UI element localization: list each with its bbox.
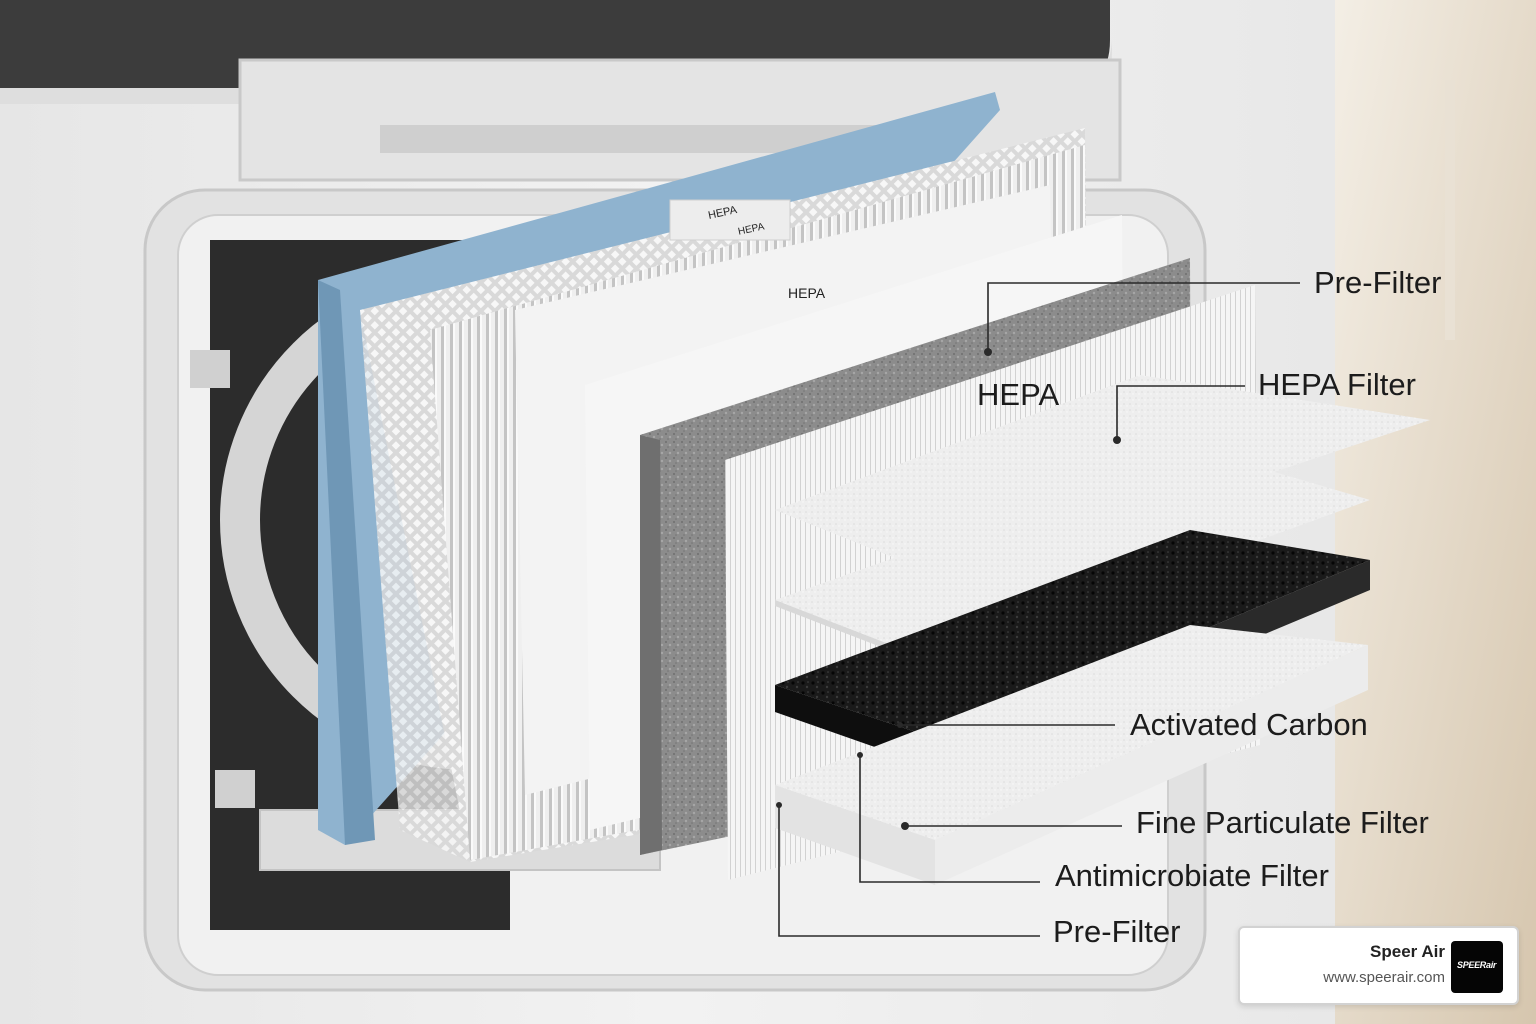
gray-foam-side	[640, 435, 662, 855]
felt-layer-mid	[775, 450, 1370, 660]
leader-hepa-filter	[1116, 385, 1245, 440]
bottom-slab-front	[775, 785, 935, 885]
label-fine-particulate: Fine Particulate Filter	[1136, 805, 1429, 840]
brand-name: Speer Air	[1370, 942, 1445, 961]
label-hepa-filter: HEPA Filter	[1258, 367, 1416, 402]
leader-lines	[778, 282, 1300, 937]
top-tag	[669, 199, 791, 241]
hepa-tag-text: HEPA	[788, 285, 826, 301]
bottom-slab-side	[935, 645, 1368, 885]
leader-pre-filter-top	[987, 282, 1300, 352]
label-hepa-center: HEPA	[977, 377, 1060, 412]
dot-activated-carbon	[897, 722, 903, 728]
brand-logo-text: SPEERair	[1457, 960, 1497, 970]
leader-pre-filter-bottom	[778, 805, 1040, 937]
frame-clip-left-2	[215, 770, 255, 808]
label-activated-carbon: Activated Carbon	[1130, 707, 1368, 742]
felt-layer-top	[775, 375, 1430, 580]
dot-pre-filter-bottom	[776, 802, 782, 808]
window-light	[1330, 0, 1536, 1024]
dot-hepa-filter	[1113, 436, 1121, 444]
leader-antimicrobiate	[859, 755, 1040, 883]
blue-filter-side	[318, 280, 375, 845]
label-pre-filter-bottom: Pre-Filter	[1053, 914, 1181, 949]
frame-clip-left	[190, 350, 230, 388]
carbon-top	[775, 530, 1370, 740]
bottom-slab-top	[775, 625, 1368, 840]
dot-pre-filter-top	[984, 348, 992, 356]
brand-logo: SPEERair	[1451, 941, 1503, 993]
label-antimicrobiate: Antimicrobiate Filter	[1055, 858, 1329, 893]
mesh-filter-edge	[360, 310, 470, 862]
dot-antimicrobiate	[857, 752, 863, 758]
brand-url[interactable]: www.speerair.com	[1323, 969, 1445, 986]
leader-dots	[776, 348, 1121, 830]
dot-fine-particulate	[901, 822, 909, 830]
window-frame	[1445, 80, 1455, 340]
label-pre-filter-top: Pre-Filter	[1314, 265, 1442, 300]
brand-card[interactable]: Speer Air www.speerair.com SPEERair	[1238, 926, 1519, 1005]
